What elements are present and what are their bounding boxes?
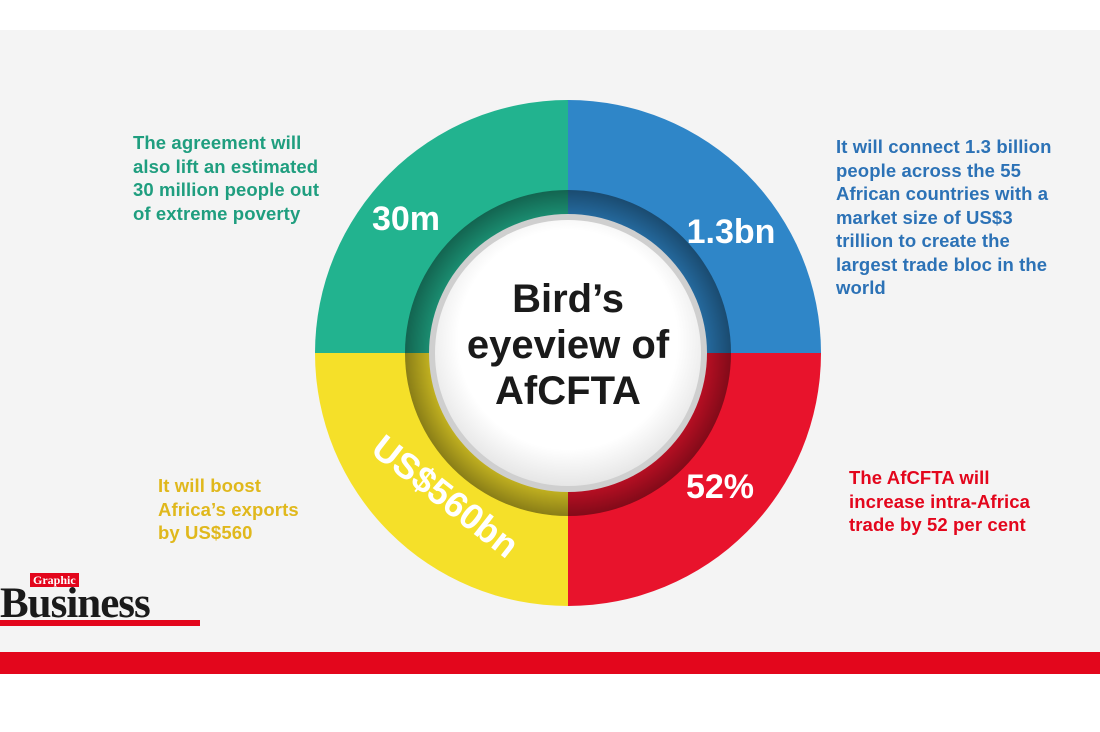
stat-52-percent: 52% — [686, 468, 754, 506]
caption-line: also lift an estimated — [133, 155, 319, 177]
caption-line: It will boost — [158, 475, 262, 496]
caption-line: African countries with a — [836, 183, 1049, 204]
caption-line: 30 million people out — [133, 179, 320, 200]
caption-line: by US$560 — [158, 522, 253, 543]
caption-line: of extreme poverty — [133, 202, 301, 224]
caption-line: trillion to create the — [836, 230, 1010, 251]
caption-line: The AfCFTA will — [849, 467, 990, 488]
title-line-1: Bird’s — [512, 277, 624, 321]
logo-business-label: Business — [0, 580, 151, 627]
bottom-accent-bar — [0, 652, 1100, 674]
logo-graphic-label: Graphic — [30, 573, 79, 587]
caption-line: Africa’s exports — [158, 498, 299, 520]
caption-line: largest trade bloc in the — [836, 253, 1048, 275]
caption-line: people across the 55 — [836, 159, 1022, 181]
stat-1-3bn: 1.3bn — [687, 213, 776, 251]
graphic-business-logo: Graphic Business — [0, 570, 200, 644]
caption-line: It will connect 1.3 billion — [836, 136, 1052, 157]
logo-underline — [0, 620, 200, 626]
title-line-2: eyeview of — [467, 323, 670, 367]
caption-line: market size of US$3 — [836, 206, 1013, 228]
caption-line: The agreement will — [133, 132, 302, 153]
center-disc — [435, 220, 701, 486]
caption-line: world — [836, 277, 886, 298]
title-line-3: AfCFTA — [495, 369, 641, 413]
stat-30m: 30m — [372, 200, 440, 238]
caption-line: trade by 52 per cent — [849, 514, 1026, 535]
caption-line: increase intra-Africa — [849, 490, 1031, 512]
